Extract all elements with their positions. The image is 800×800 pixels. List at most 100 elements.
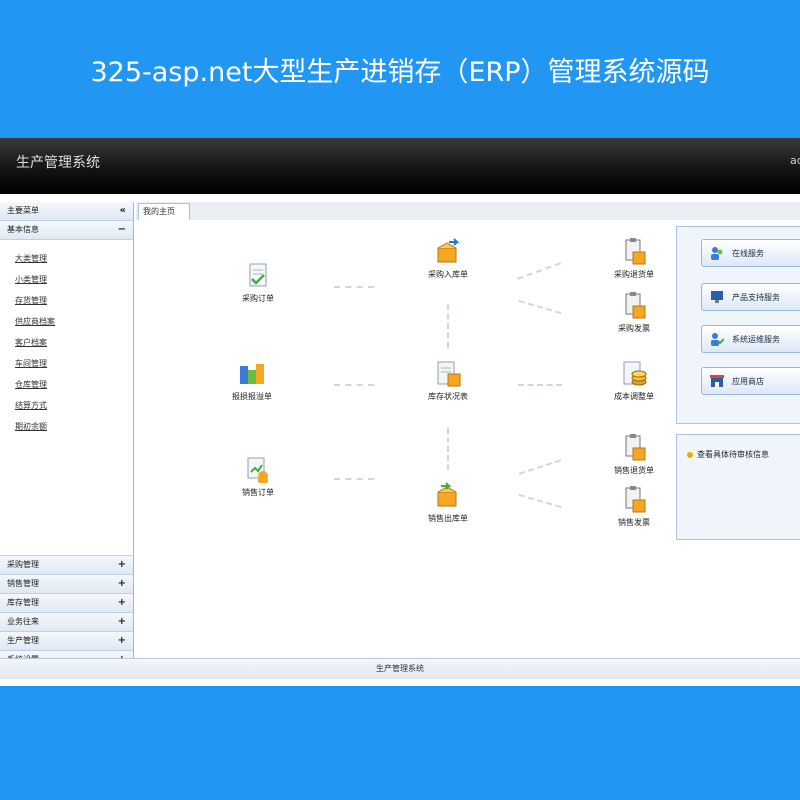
node-cost-adjust[interactable]: 成本调整单: [594, 360, 674, 402]
sidebar-item-customer[interactable]: 客户档案: [15, 338, 47, 347]
workflow-canvas: 采购订单 采购入库单 采购退货单: [136, 220, 800, 658]
node-label: 销售出库单: [428, 514, 468, 523]
product-support-button[interactable]: 产品支持服务: [701, 283, 800, 311]
sidebar-main-menu-label: 主要菜单: [7, 206, 39, 215]
sidebar-group-label: 生产管理: [7, 636, 39, 645]
arrow-icon: [517, 262, 561, 280]
clipboard-box-icon: [625, 486, 646, 513]
clipboard-box-icon: [625, 292, 646, 319]
service-label: 在线服务: [732, 249, 764, 258]
arrow-icon: [334, 384, 374, 386]
service-panel: 在线服务 产品支持服务 系统运维服务 应用商店: [676, 226, 800, 424]
node-inventory-status[interactable]: 库存状况表: [408, 360, 488, 402]
sidebar-group-label: 采购管理: [7, 560, 39, 569]
sidebar-item-warehouse[interactable]: 仓库管理: [15, 380, 47, 389]
node-sales-invoice[interactable]: 销售发票: [594, 486, 674, 528]
node-sales-return[interactable]: 销售退货单: [594, 434, 674, 476]
system-ops-button[interactable]: 系统运维服务: [701, 325, 800, 353]
sidebar-item-stock[interactable]: 存货管理: [15, 296, 47, 305]
sidebar-group-sales[interactable]: 销售管理 +: [0, 575, 133, 594]
coins-icon: [623, 361, 647, 386]
plus-icon[interactable]: +: [117, 597, 126, 608]
plus-icon[interactable]: +: [117, 578, 126, 589]
node-purchase-in[interactable]: 采购入库单: [408, 238, 488, 280]
arrow-icon: [518, 459, 562, 475]
banner: 325-asp.net大型生产进销存（ERP）管理系统源码: [0, 0, 800, 138]
app-window: 生产管理系统 ac 主要菜单 « 基本信息 − 大类管理 小类管理 存货管理 供…: [0, 138, 800, 686]
online-service-button[interactable]: 在线服务: [701, 239, 800, 267]
plus-icon[interactable]: +: [117, 635, 126, 646]
sidebar-item-category[interactable]: 大类管理: [15, 254, 47, 263]
node-sales-out[interactable]: 销售出库单: [408, 482, 488, 524]
sidebar-main-menu-header[interactable]: 主要菜单 «: [0, 202, 133, 221]
node-sales-order[interactable]: 销售订单: [218, 456, 298, 498]
shop-icon: [710, 375, 724, 387]
node-purchase-order[interactable]: 采购订单: [218, 262, 298, 304]
plus-icon[interactable]: +: [117, 616, 126, 627]
node-label: 销售发票: [618, 518, 650, 527]
tab-home[interactable]: 我的主页: [138, 203, 190, 220]
node-damage-report[interactable]: 报损报溢单: [212, 360, 292, 402]
node-label: 采购退货单: [614, 270, 654, 279]
clipboard-box-icon: [625, 434, 646, 461]
sidebar-item-supplier[interactable]: 供应商档案: [15, 317, 55, 326]
node-label: 库存状况表: [428, 392, 468, 401]
arrow-icon: [518, 299, 562, 315]
bullet-icon: [687, 451, 693, 458]
app-title: 生产管理系统: [16, 155, 100, 171]
node-purchase-return[interactable]: 采购退货单: [594, 238, 674, 280]
node-label: 成本调整单: [614, 392, 654, 401]
arrow-icon: [518, 384, 562, 386]
node-purchase-invoice[interactable]: 采购发票: [594, 292, 674, 334]
node-label: 采购发票: [618, 324, 650, 333]
service-label: 产品支持服务: [732, 293, 780, 302]
document-box-icon: [437, 361, 461, 387]
node-label: 报损报溢单: [232, 392, 272, 401]
arrow-icon: [447, 304, 449, 348]
sidebar-group-production[interactable]: 生产管理 +: [0, 632, 133, 651]
cubes-icon: [240, 364, 264, 384]
sidebar-item-workshop[interactable]: 车间管理: [15, 359, 47, 368]
arrow-icon: [334, 286, 374, 288]
node-label: 采购入库单: [428, 270, 468, 279]
document-check-icon: [249, 263, 267, 287]
audit-link[interactable]: 查看具体待审核信息: [687, 449, 769, 460]
service-label: 应用商店: [732, 377, 764, 386]
document-chart-icon: [247, 457, 268, 483]
sidebar-group-label: 销售管理: [7, 579, 39, 588]
node-label: 销售订单: [242, 488, 274, 497]
node-label: 销售退货单: [614, 466, 654, 475]
sidebar-group-basic-info[interactable]: 基本信息 −: [0, 221, 133, 240]
sidebar-basic-info-list: 大类管理 小类管理 存货管理 供应商档案 客户档案 车间管理 仓库管理 结算方式…: [0, 240, 133, 556]
arrow-icon: [447, 428, 449, 470]
sidebar-group-inventory[interactable]: 库存管理 +: [0, 594, 133, 613]
footer-text: 生产管理系统: [376, 664, 424, 673]
status-footer: 生产管理系统: [0, 658, 800, 679]
top-header: 生产管理系统 ac: [0, 138, 800, 194]
person-check-icon: [711, 333, 724, 346]
sidebar-item-opening-balance[interactable]: 期初余额: [15, 422, 47, 431]
arrow-icon: [518, 493, 562, 509]
sidebar-group-business[interactable]: 业务往来+: [0, 613, 133, 632]
main-content: 我的主页 采购订单: [136, 202, 800, 658]
people-icon: [711, 247, 723, 260]
header-right-text: ac: [790, 154, 800, 167]
sidebar-group-label: 基本信息: [7, 225, 39, 234]
arrow-icon: [334, 478, 374, 480]
plus-icon[interactable]: +: [117, 559, 126, 570]
clipboard-box-icon: [625, 238, 646, 265]
sidebar: 主要菜单 « 基本信息 − 大类管理 小类管理 存货管理 供应商档案 客户档案 …: [0, 202, 134, 670]
box-arrow-icon: [437, 238, 460, 263]
collapse-icon[interactable]: «: [119, 205, 126, 216]
app-store-button[interactable]: 应用商店: [701, 367, 800, 395]
tab-bar: 我的主页: [136, 202, 800, 221]
sidebar-item-subcategory[interactable]: 小类管理: [15, 275, 47, 284]
monitor-icon: [711, 291, 723, 303]
sidebar-item-settlement[interactable]: 结算方式: [15, 401, 47, 410]
sidebar-group-label: 库存管理: [7, 598, 39, 607]
minus-icon[interactable]: −: [117, 224, 126, 235]
service-label: 系统运维服务: [732, 335, 780, 344]
sidebar-group-purchase[interactable]: 采购管理 +: [0, 556, 133, 575]
node-label: 采购订单: [242, 294, 274, 303]
audit-label: 查看具体待审核信息: [697, 450, 769, 459]
